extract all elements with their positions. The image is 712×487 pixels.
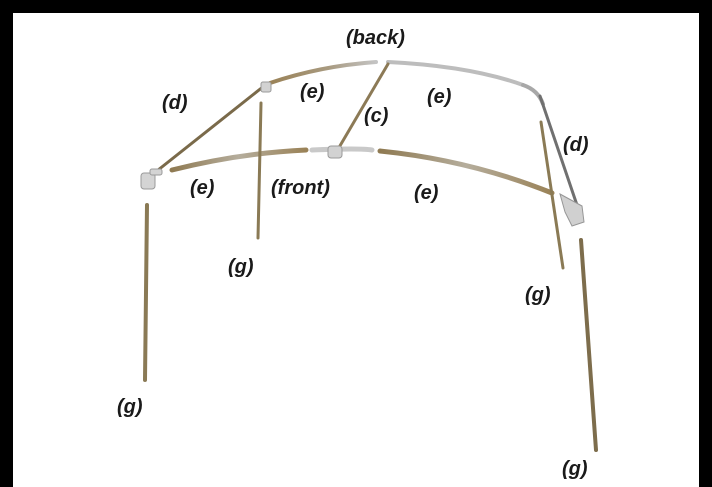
label-g-left-front: (g) — [117, 396, 143, 418]
label-e-front-left: (e) — [190, 177, 215, 199]
right-front-fitting — [559, 192, 585, 227]
back-left-fitting — [260, 81, 272, 93]
front-bow-left-section — [169, 147, 309, 173]
back-bow-right-section — [386, 60, 525, 87]
right-diagonal-d-tube — [538, 94, 580, 210]
front-bow-right-section — [377, 148, 555, 196]
label-g-left-back: (g) — [228, 256, 254, 278]
label-d-right: (d) — [563, 134, 589, 156]
label-back: (back) — [346, 27, 405, 49]
right-front-leg-g — [579, 238, 598, 452]
front-bow-center-section — [309, 146, 375, 153]
left-front-leg-g — [143, 203, 149, 382]
left-front-fitting — [140, 168, 163, 190]
label-e-back-left: (e) — [300, 81, 325, 103]
label-e-front-right: (e) — [414, 182, 439, 204]
label-e-back-right: (e) — [427, 86, 452, 108]
left-back-leg-g — [256, 101, 263, 240]
center-fitting — [327, 145, 343, 159]
label-c: (c) — [364, 105, 389, 127]
label-front: (front) — [271, 177, 330, 199]
center-strut-c — [332, 62, 390, 158]
label-g-right-front: (g) — [562, 458, 588, 480]
left-diagonal-d-tube — [146, 84, 266, 180]
back-bow-left-section — [268, 60, 378, 85]
diagram-panel — [13, 13, 699, 487]
right-back-leg-g — [539, 120, 565, 270]
label-g-right-back: (g) — [525, 284, 551, 306]
label-d-left: (d) — [162, 92, 188, 114]
